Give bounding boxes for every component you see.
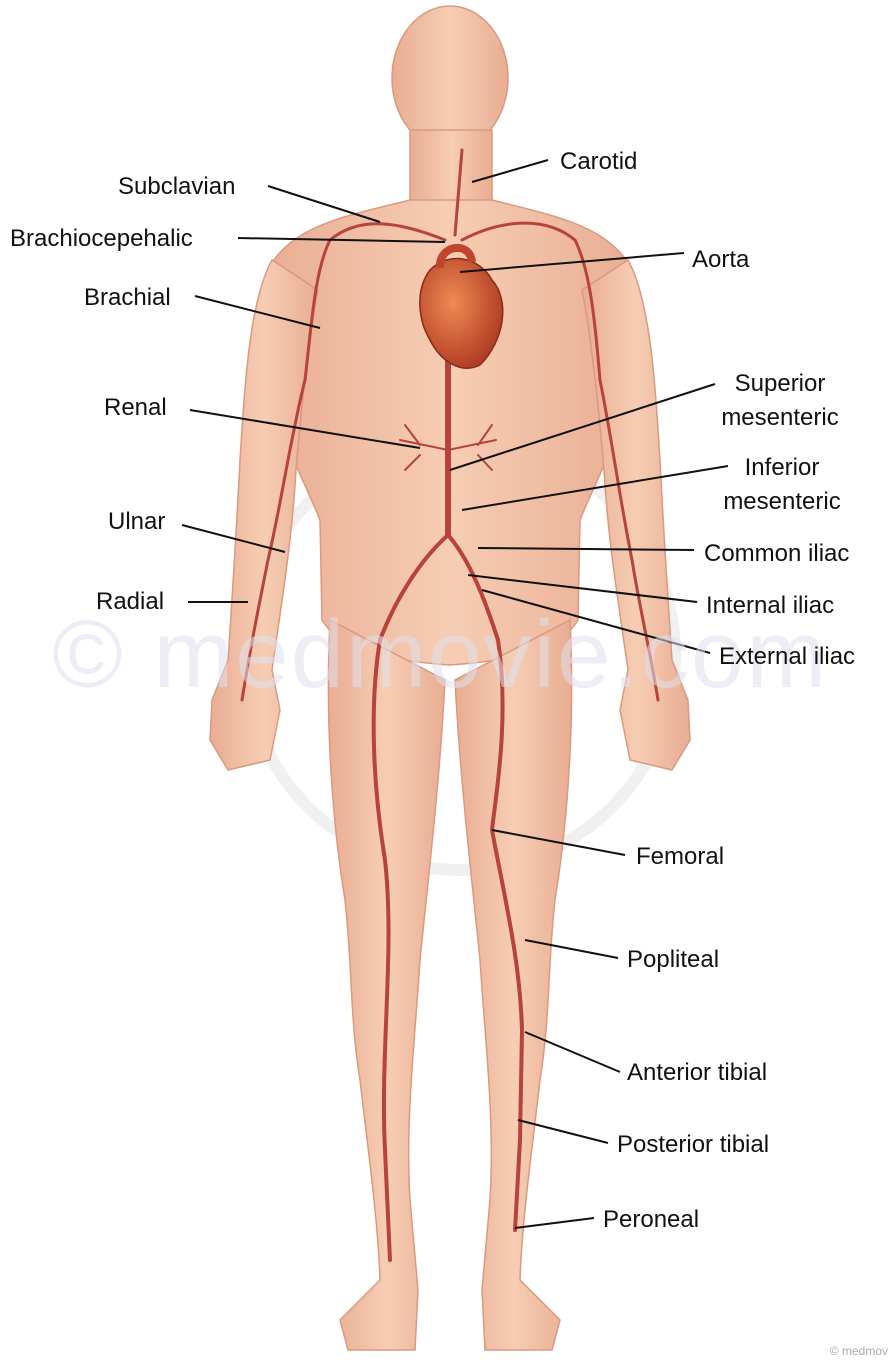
label-common-iliac: Common iliac xyxy=(704,540,849,568)
label-carotid: Carotid xyxy=(560,148,637,176)
label-aorta: Aorta xyxy=(692,246,749,274)
label-internal-iliac: Internal iliac xyxy=(706,592,834,620)
leader-peroneal xyxy=(515,1218,594,1228)
label-renal: Renal xyxy=(104,394,167,422)
credit: © medmov xyxy=(830,1344,888,1358)
label-peroneal: Peroneal xyxy=(603,1206,699,1234)
label-brachiocephalic: Brachiocepehalic xyxy=(10,225,193,253)
label-superior-mesenteric-line2: mesenteric xyxy=(700,404,860,432)
label-anterior-tibial: Anterior tibial xyxy=(627,1059,767,1087)
label-radial: Radial xyxy=(96,588,164,616)
head xyxy=(392,6,508,150)
label-ulnar: Ulnar xyxy=(108,508,165,536)
label-subclavian: Subclavian xyxy=(118,173,235,201)
label-inferior-mesenteric-line2: mesenteric xyxy=(702,488,862,516)
label-popliteal: Popliteal xyxy=(627,946,719,974)
label-superior-mesenteric-line1: Superior xyxy=(700,370,860,398)
label-external-iliac: External iliac xyxy=(719,643,855,671)
label-inferior-mesenteric-line1: Inferior xyxy=(702,454,862,482)
leader-subclavian xyxy=(268,186,380,222)
label-posterior-tibial: Posterior tibial xyxy=(617,1131,769,1159)
neck xyxy=(410,130,492,205)
label-brachial: Brachial xyxy=(84,284,171,312)
label-femoral: Femoral xyxy=(636,843,724,871)
right-leg xyxy=(455,620,572,1350)
